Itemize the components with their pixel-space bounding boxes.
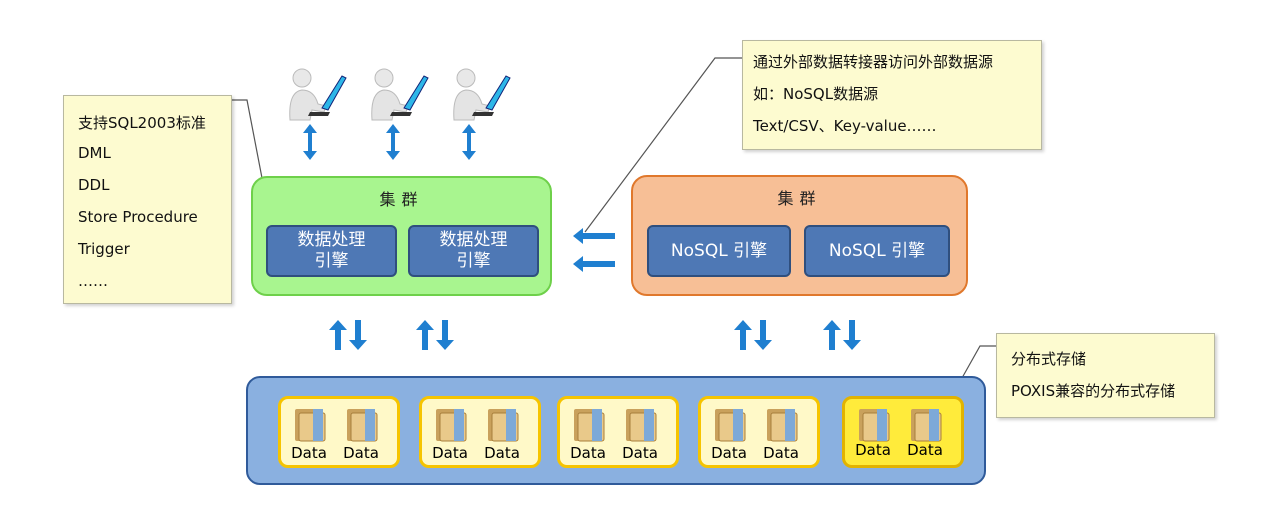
storage-note-connector (961, 345, 996, 379)
note-line: POXIS兼容的分布式存储 (1011, 382, 1176, 400)
folder-icon (715, 409, 746, 442)
cluster-title: 集群 (777, 189, 822, 208)
data-label: Data (711, 444, 747, 462)
note-line: 分布式存储 (1011, 350, 1087, 368)
storage-node: Data Data (842, 396, 964, 468)
updown-arrow-icon (416, 320, 454, 350)
data-label: Data (570, 444, 606, 462)
engine-label: 数据处理 (297, 230, 366, 250)
note-line: Trigger (78, 240, 130, 258)
nosql-cluster: 集群 NoSQL 引擎 NoSQL 引擎 (631, 175, 968, 296)
nosql-engine: NoSQL 引擎 (647, 225, 791, 277)
folder-icon (911, 409, 942, 442)
note-line: Text/CSV、Key-value…… (753, 117, 937, 135)
distributed-storage: Data Data Data Data Data Data Data Data … (246, 376, 986, 485)
left-arrow-icon (573, 256, 615, 272)
processing-cluster: 集群 数据处理 引擎 数据处理 引擎 (251, 176, 552, 296)
sql-features-note: 支持SQL2003标准 DML DDL Store Procedure Trig… (63, 95, 232, 304)
updown-arrow-icon (329, 320, 367, 350)
top-right-note-connector (584, 57, 742, 233)
user-laptop-icon (371, 68, 429, 121)
storage-node: Data Data (698, 396, 820, 468)
folder-icon (436, 409, 467, 442)
engine-label: NoSQL 引擎 (828, 240, 926, 261)
updown-arrow-icon (823, 320, 861, 350)
storage-node: Data Data (419, 396, 541, 468)
updown-arrow-icon (303, 124, 317, 160)
note-line: …… (78, 272, 108, 290)
storage-node: Data Data (557, 396, 679, 468)
left-arrow-icon (573, 228, 615, 244)
note-line: 如：NoSQL数据源 (753, 85, 879, 103)
storage-node: Data Data (278, 396, 400, 468)
engine-label: 引擎 (314, 251, 349, 271)
folder-icon (295, 409, 326, 442)
cluster-title: 集群 (379, 190, 424, 209)
nosql-engine: NoSQL 引擎 (804, 225, 950, 277)
data-label: Data (855, 441, 891, 459)
note-line: DML (78, 144, 111, 162)
folder-icon (859, 409, 890, 442)
updown-arrow-icon (386, 124, 400, 160)
engine-label: 数据处理 (439, 230, 508, 250)
data-label: Data (291, 444, 327, 462)
data-label: Data (432, 444, 468, 462)
note-line: Store Procedure (78, 208, 198, 226)
storage-note: 分布式存储 POXIS兼容的分布式存储 (996, 333, 1215, 418)
folder-icon (767, 409, 798, 442)
data-label: Data (343, 444, 379, 462)
updown-arrow-icon (734, 320, 772, 350)
data-label: Data (622, 444, 658, 462)
note-line: 支持SQL2003标准 (78, 114, 206, 132)
external-source-note: 通过外部数据转接器访问外部数据源 如：NoSQL数据源 Text/CSV、Key… (742, 40, 1042, 150)
engine-label: NoSQL 引擎 (670, 240, 768, 261)
data-label: Data (763, 444, 799, 462)
data-label: Data (484, 444, 520, 462)
folder-icon (488, 409, 519, 442)
note-line: DDL (78, 176, 110, 194)
note-line: 通过外部数据转接器访问外部数据源 (753, 53, 994, 71)
engine-label: 引擎 (456, 251, 491, 271)
data-label: Data (907, 441, 943, 459)
updown-arrow-icon (462, 124, 476, 160)
folder-icon (347, 409, 378, 442)
user-laptop-icon (289, 68, 347, 121)
folder-icon (574, 409, 605, 442)
folder-icon (626, 409, 657, 442)
left-note-connector (232, 99, 263, 179)
data-processing-engine: 数据处理 引擎 (408, 225, 539, 277)
data-processing-engine: 数据处理 引擎 (266, 225, 397, 277)
user-laptop-icon (453, 68, 511, 121)
